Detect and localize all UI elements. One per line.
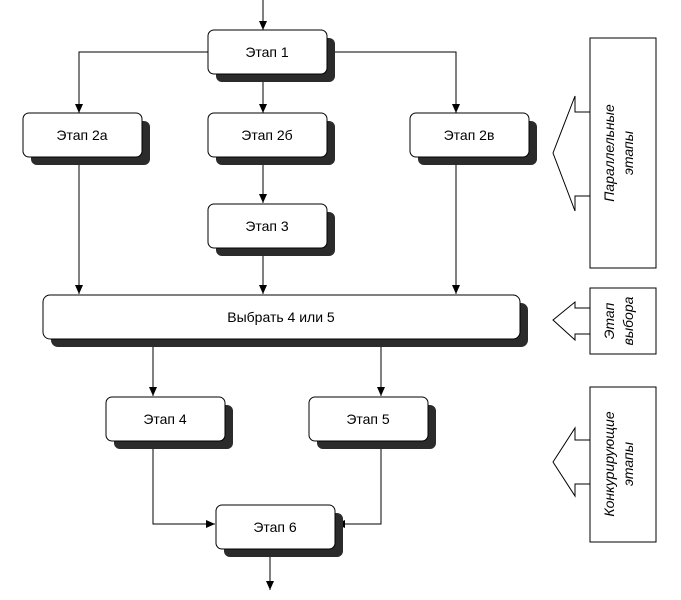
node-stage2v: Этап 2в (409, 112, 537, 165)
annotation-parallel-line2: этапы (620, 130, 636, 175)
node-stage6-label: Этап 6 (253, 519, 297, 535)
annotation-parallel-frame (589, 37, 657, 269)
node-stage4-label: Этап 4 (143, 411, 187, 427)
node-stage6: Этап 6 (215, 504, 343, 557)
edge-stage1-to-stage2v (318, 51, 460, 113)
edge-stage1-to-stage2a (75, 51, 208, 113)
node-stage4: Этап 4 (105, 396, 233, 449)
annotation-choice: Этап выбора (552, 287, 657, 355)
node-stage3: Этап 3 (207, 203, 335, 256)
node-stage1: Этап 1 (207, 29, 335, 82)
annotation-competing-frame (589, 386, 657, 543)
left-arrow-icon (552, 300, 591, 342)
annotation-choice-line2: выбора (620, 296, 636, 345)
annotation-parallel-line1: Параллельные (601, 104, 617, 202)
left-arrow-icon (552, 95, 591, 212)
edges (75, 0, 460, 590)
node-stage2b: Этап 2б (207, 112, 335, 165)
node-stage2a-label: Этап 2а (56, 127, 107, 143)
node-stage2v-label: Этап 2в (444, 127, 495, 143)
node-choose-label: Выбрать 4 или 5 (227, 309, 335, 325)
edge-stage4-to-stage6 (152, 441, 215, 528)
node-stage2a: Этап 2а (22, 112, 150, 165)
node-stage5-label: Этап 5 (346, 411, 390, 427)
node-stage5: Этап 5 (308, 396, 436, 449)
node-stage2b-label: Этап 2б (241, 127, 292, 143)
annotation-choice-line1: Этап (601, 302, 617, 339)
edge-stage5-to-stage6 (336, 441, 382, 528)
node-stage3-label: Этап 3 (245, 218, 289, 234)
annotation-parallel: Параллельные этапы (552, 37, 657, 269)
left-arrow-icon (552, 426, 591, 498)
annotation-competing-line2: этапы (620, 441, 636, 486)
node-stage1-label: Этап 1 (245, 44, 289, 60)
node-choose: Выбрать 4 или 5 (42, 294, 528, 347)
annotation-competing-line1: Конкурирующие (601, 411, 617, 516)
annotation-choice-frame (589, 287, 657, 355)
annotation-competing: Конкурирующие этапы (552, 386, 657, 543)
